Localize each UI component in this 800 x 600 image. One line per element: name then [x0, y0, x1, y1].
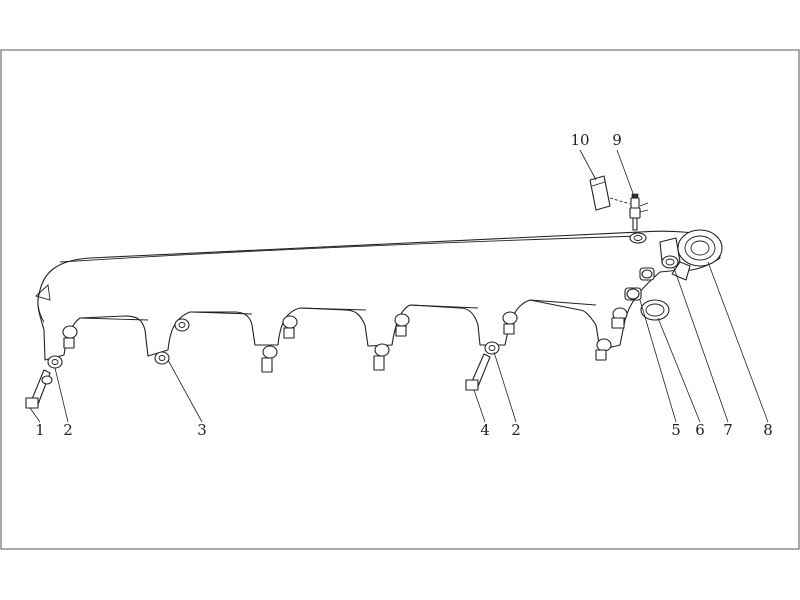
callout-3: 3 [197, 421, 207, 439]
bolt [394, 313, 410, 337]
bolt [62, 325, 78, 349]
drawing-frame [0, 49, 800, 550]
callouts: 1 2 3 4 2 5 6 7 8 10 9 [35, 131, 773, 439]
flange-fitting-group [624, 255, 679, 321]
callout-9: 9 [612, 131, 622, 149]
callout-7: 7 [723, 421, 733, 439]
bolt [373, 343, 390, 371]
callout-6: 6 [695, 421, 705, 439]
callout-8: 8 [763, 421, 773, 439]
bolt [282, 315, 298, 339]
bolt [261, 345, 278, 373]
mounting-bolts [25, 307, 628, 409]
bolt [484, 341, 500, 355]
bolt [611, 307, 628, 329]
stud-4 [465, 353, 491, 391]
cap-10 [589, 175, 611, 211]
sensor-boss [629, 232, 647, 244]
sensor-9 [629, 193, 649, 231]
bolt [174, 318, 190, 332]
callout-2: 2 [511, 421, 521, 439]
assembly-line [609, 197, 631, 205]
bolt [154, 351, 170, 365]
callout-4: 4 [480, 421, 490, 439]
bolt [595, 338, 612, 361]
bolt [502, 311, 518, 335]
bolt [47, 355, 63, 369]
stud-1 [25, 369, 53, 409]
exhaust-manifold [35, 230, 721, 361]
callout-5: 5 [671, 421, 681, 439]
leader-lines [29, 149, 769, 423]
callout-1: 1 [35, 421, 45, 439]
outlet-flange [659, 229, 723, 281]
callout-10: 10 [570, 131, 589, 149]
callout-2: 2 [63, 421, 73, 439]
